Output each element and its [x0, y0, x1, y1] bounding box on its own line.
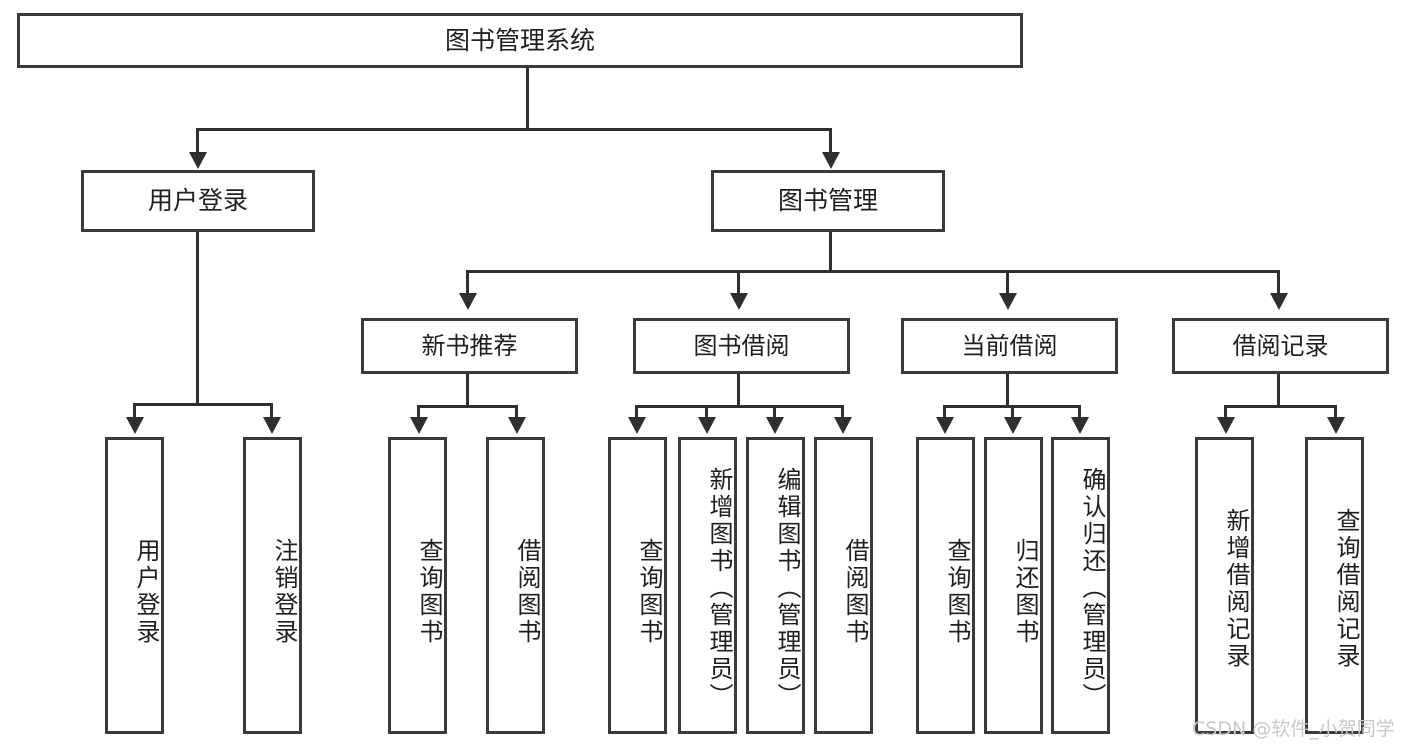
arrow-leaf-add-book — [698, 417, 716, 434]
edge-book-manage-stem — [829, 232, 832, 272]
arrow-leaf-query-record — [1327, 417, 1345, 434]
leaf-query-book-3[interactable]: 查询图书 — [916, 437, 975, 734]
arrow-leaf-confirm-return — [1071, 417, 1089, 434]
edge-bus-level1 — [196, 128, 830, 131]
edge-bus-level3 — [466, 270, 1280, 273]
node-label: 图书借阅 — [693, 332, 790, 360]
edge-drop-leaf-add-book — [705, 405, 708, 419]
leaf-user-login[interactable]: 用户登录 — [105, 437, 164, 734]
arrow-leaf-add-record — [1217, 417, 1235, 434]
node-current-borrow[interactable]: 当前借阅 — [901, 318, 1118, 374]
leaf-label: 新增借阅记录 — [1222, 507, 1250, 670]
leaf-label: 查询图书 — [943, 537, 971, 646]
leaf-logout-login[interactable]: 注销登录 — [243, 437, 302, 734]
leaf-label: 查询图书 — [415, 537, 443, 646]
edge-drop-leaf-query-book-3 — [943, 405, 946, 419]
node-label: 用户登录 — [147, 186, 248, 216]
node-book-manage[interactable]: 图书管理 — [711, 170, 945, 232]
arrow-leaf-logout-login — [263, 417, 281, 434]
edge-drop-leaf-borrow-book-2 — [841, 405, 844, 419]
leaf-label: 注销登录 — [270, 537, 298, 646]
edge-borrow-record-stem — [1277, 374, 1280, 407]
edge-root-stem — [526, 68, 529, 130]
arrow-book-borrow — [730, 293, 748, 310]
edge-drop-leaf-user-login — [133, 403, 136, 419]
edge-drop-book-borrow — [737, 270, 740, 296]
leaf-label: 借阅图书 — [841, 537, 869, 646]
leaf-add-book[interactable]: 新增图书（管理员） — [678, 437, 737, 734]
edge-drop-leaf-query-record — [1334, 405, 1337, 419]
arrow-new-book-recommend — [459, 293, 477, 310]
edge-current-borrow-stem — [1006, 374, 1009, 407]
edge-drop-book-manage — [829, 128, 832, 156]
edge-drop-leaf-query-book-2 — [635, 405, 638, 419]
arrow-leaf-borrow-book-2 — [834, 417, 852, 434]
edge-drop-leaf-query-book-1 — [417, 405, 420, 419]
leaf-borrow-book-1[interactable]: 借阅图书 — [486, 437, 545, 734]
leaf-label: 借阅图书 — [513, 537, 541, 646]
arrow-leaf-query-book-2 — [628, 417, 646, 434]
arrow-leaf-edit-book — [766, 417, 784, 434]
node-label: 新书推荐 — [421, 332, 518, 360]
edge-drop-borrow-record — [1277, 270, 1280, 296]
edge-drop-user-login — [196, 128, 199, 156]
edge-bus-book-borrow — [635, 405, 844, 408]
edge-drop-leaf-logout-login — [270, 403, 273, 419]
leaf-label: 确认归还（管理员） — [1078, 467, 1106, 710]
leaf-query-record[interactable]: 查询借阅记录 — [1305, 437, 1364, 734]
leaf-borrow-book-2[interactable]: 借阅图书 — [814, 437, 873, 734]
edge-bus-new-book-recommend — [417, 405, 518, 408]
leaf-query-book-1[interactable]: 查询图书 — [388, 437, 447, 734]
edge-drop-leaf-return-book — [1011, 405, 1014, 419]
node-label: 借阅记录 — [1232, 332, 1329, 360]
leaf-confirm-return[interactable]: 确认归还（管理员） — [1051, 437, 1110, 734]
edge-bus-user-login — [133, 403, 273, 406]
leaf-add-record[interactable]: 新增借阅记录 — [1195, 437, 1254, 734]
edge-drop-leaf-confirm-return — [1078, 405, 1081, 419]
edge-drop-current-borrow — [1006, 270, 1009, 296]
node-book-borrow[interactable]: 图书借阅 — [633, 318, 850, 374]
node-label: 图书管理系统 — [444, 25, 595, 55]
edge-drop-new-book-recommend — [466, 270, 469, 296]
node-label: 当前借阅 — [961, 332, 1058, 360]
arrow-borrow-record — [1270, 293, 1288, 310]
node-new-book-recommend[interactable]: 新书推荐 — [361, 318, 578, 374]
edge-drop-leaf-add-record — [1224, 405, 1227, 419]
leaf-label: 用户登录 — [132, 537, 160, 646]
edge-drop-leaf-borrow-book-1 — [515, 405, 518, 419]
leaf-label: 查询图书 — [635, 537, 663, 646]
edge-bus-borrow-record — [1224, 405, 1337, 408]
node-user-login[interactable]: 用户登录 — [81, 170, 315, 232]
leaf-label: 归还图书 — [1011, 537, 1039, 646]
edge-drop-leaf-edit-book — [773, 405, 776, 419]
arrow-leaf-borrow-book-1 — [508, 417, 526, 434]
node-root-system[interactable]: 图书管理系统 — [17, 13, 1023, 68]
edge-book-borrow-stem — [737, 374, 740, 407]
node-label: 图书管理 — [777, 186, 878, 216]
leaf-label: 编辑图书（管理员） — [773, 467, 801, 710]
edge-new-book-recommend-stem — [466, 374, 469, 407]
arrow-leaf-query-book-1 — [410, 417, 428, 434]
edge-user-login-stem — [196, 232, 199, 405]
arrow-leaf-user-login — [126, 417, 144, 434]
leaf-edit-book[interactable]: 编辑图书（管理员） — [746, 437, 805, 734]
arrow-leaf-return-book — [1004, 417, 1022, 434]
arrow-current-borrow — [999, 293, 1017, 310]
leaf-query-book-2[interactable]: 查询图书 — [608, 437, 667, 734]
arrow-user-login — [189, 152, 207, 169]
node-borrow-record[interactable]: 借阅记录 — [1172, 318, 1389, 374]
arrow-book-manage — [822, 152, 840, 169]
arrow-leaf-query-book-3 — [936, 417, 954, 434]
leaf-label: 新增图书（管理员） — [705, 467, 733, 710]
leaf-label: 查询借阅记录 — [1332, 507, 1360, 670]
leaf-return-book[interactable]: 归还图书 — [984, 437, 1043, 734]
